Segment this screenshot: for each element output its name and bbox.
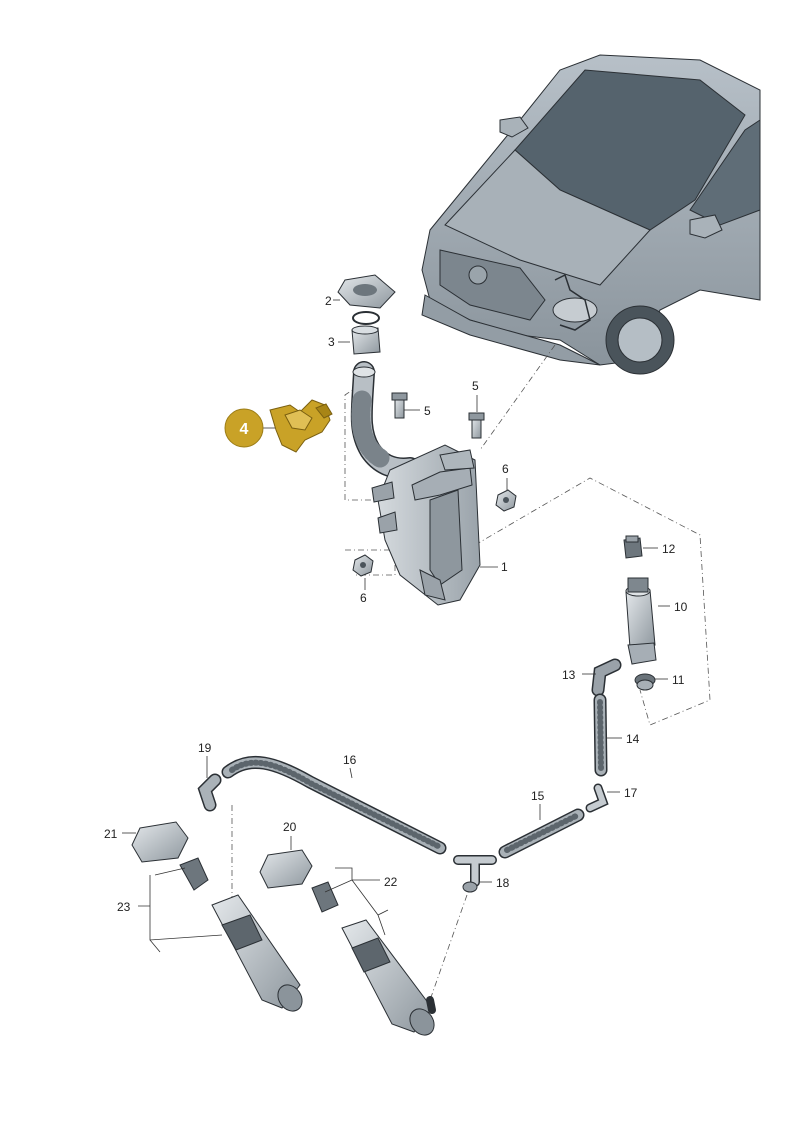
part-10-washer-pump[interactable] [625, 577, 657, 665]
callout-6b: 6 [360, 591, 367, 605]
car-grille [439, 249, 546, 321]
part-18-t-piece[interactable] [453, 855, 497, 893]
callout-12: 12 [662, 542, 676, 556]
part-16-hose[interactable] [221, 755, 447, 855]
part-12-connector[interactable] [623, 535, 643, 559]
callout-19: 19 [198, 741, 212, 755]
car-hood [444, 149, 651, 286]
callout-14: 14 [626, 732, 640, 746]
part-5-bolt-b[interactable] [468, 412, 485, 439]
part-20-cover-cap[interactable] [259, 849, 313, 889]
callout-15: 15 [531, 789, 545, 803]
callout-6a: 6 [502, 462, 509, 476]
part-23-nozzle-left[interactable] [179, 857, 307, 1016]
part-6-nut-a[interactable] [495, 489, 517, 512]
connection-lines [231, 344, 711, 1001]
part-19-elbow[interactable] [197, 773, 222, 812]
callout-23: 23 [117, 900, 131, 914]
callout-2: 2 [325, 294, 332, 308]
callout-18: 18 [496, 876, 510, 890]
callout-5a: 5 [472, 379, 479, 393]
part-6-nut-b[interactable] [352, 554, 374, 577]
callout-11: 11 [672, 673, 685, 687]
callout-4: 4 [240, 421, 249, 438]
callout-20: 20 [283, 820, 297, 834]
part-17-connector[interactable] [585, 783, 609, 813]
part-2-filler-cap[interactable] [337, 274, 396, 325]
part-4-bracket[interactable] [269, 399, 333, 453]
part-15-hose[interactable] [498, 808, 585, 859]
part-13-elbow[interactable] [591, 658, 622, 697]
car-washer-overlay [554, 273, 591, 331]
part-11-grommet[interactable] [634, 673, 656, 691]
part-22-nozzle-right[interactable] [311, 881, 439, 1040]
callout-labels: 1 2 3 4 5 5 6 6 10 11 12 13 14 15 16 17 … [104, 294, 688, 914]
callout-3: 3 [328, 335, 335, 349]
car-rim [617, 317, 663, 363]
callout-5b: 5 [424, 404, 431, 418]
callout-17: 17 [624, 786, 638, 800]
callout-4-highlight[interactable]: 4 [224, 408, 264, 448]
car-bumper [421, 294, 601, 366]
part-3-adapter[interactable] [351, 325, 381, 355]
callout-13: 13 [562, 668, 576, 682]
part-1-washer-reservoir[interactable] [371, 444, 481, 606]
car-mirror-right [689, 214, 723, 239]
part-14-hose[interactable] [593, 693, 608, 777]
callout-21: 21 [104, 827, 118, 841]
leader-lines [122, 299, 670, 953]
vehicle-illustration [421, 54, 761, 375]
callout-16: 16 [343, 753, 357, 767]
callout-1: 1 [501, 560, 508, 574]
callout-22: 22 [384, 875, 398, 889]
car-headlight [552, 297, 598, 323]
car-emblem [468, 265, 488, 285]
part-5-bolt-a[interactable] [391, 392, 408, 419]
car-mirror [499, 116, 529, 138]
callout-10: 10 [674, 600, 688, 614]
part-21-cover-cap[interactable] [131, 821, 189, 863]
